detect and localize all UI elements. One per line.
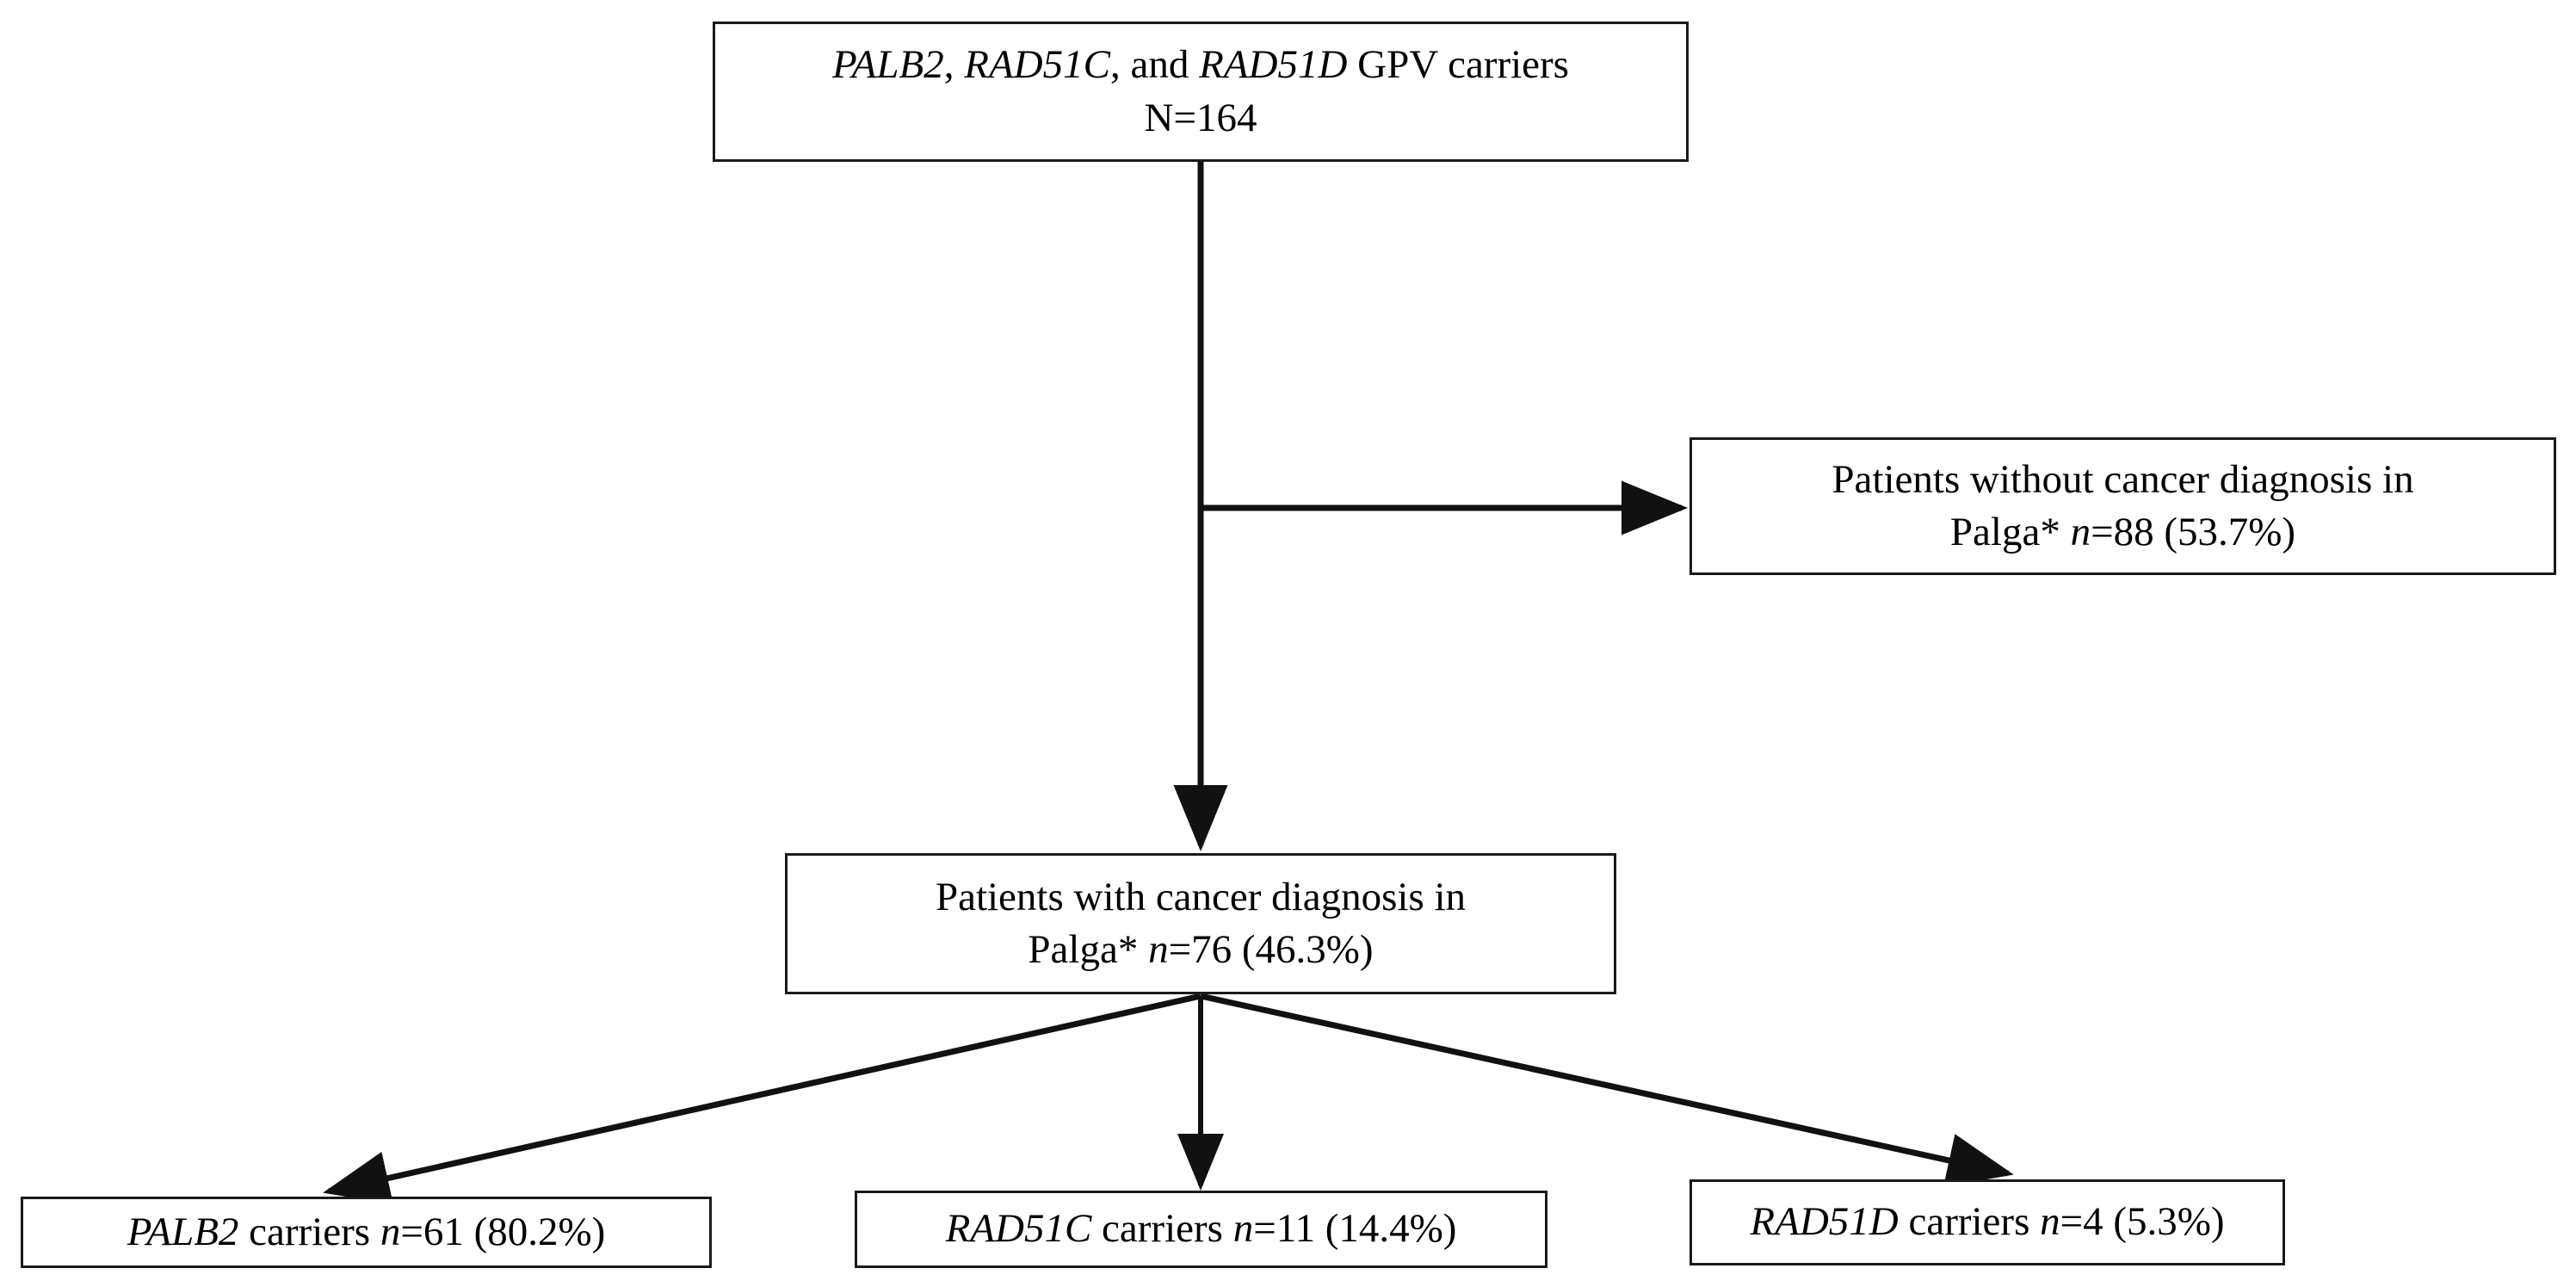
gene-label-rad51c: RAD51C [945, 1206, 1092, 1252]
node-rad51c-value: =11 (14.4%) [1253, 1206, 1457, 1252]
node-no-cancer-line1: Patients without cancer diagnosis in [1832, 456, 2414, 502]
node-root-sep2: , and [1109, 42, 1200, 88]
node-no-cancer-value: =88 (53.7%) [2091, 510, 2296, 554]
node-rad51d-text: RAD51D carriers n=4 (5.3%) [1750, 1196, 2224, 1248]
edge-cancer-to-rad51d [1200, 993, 2014, 1187]
node-palb2-mid: carriers [238, 1209, 380, 1254]
node-no-cancer-line2: Palga* n=88 (53.7%) [1832, 506, 2413, 559]
gene-label-palb2: PALB2 [127, 1209, 239, 1254]
node-patients-with-cancer: Patients with cancer diagnosis in Palga*… [785, 853, 1616, 994]
edge-cancer-to-palb2 [323, 993, 1202, 1205]
node-palb2-n-symbol: n [380, 1209, 401, 1254]
node-rad51c-n-symbol: n [1232, 1206, 1254, 1252]
node-root-line1: PALB2, RAD51C, and RAD51D GPV carriers [832, 39, 1569, 91]
node-cancer-line2: Palga* n=76 (46.3%) [936, 924, 1466, 976]
gene-name-rad51d: RAD51D [1199, 42, 1348, 88]
node-cancer-n-symbol: n [1148, 927, 1169, 972]
node-rad51c-text: RAD51C carriers n=11 (14.4%) [946, 1203, 1457, 1255]
node-cancer-line1: Patients with cancer diagnosis in [935, 874, 1467, 919]
node-rad51d-n-symbol: n [2040, 1199, 2060, 1245]
node-rad51d-carriers: RAD51D carriers n=4 (5.3%) [1690, 1179, 2285, 1265]
node-cancer-value: =76 (46.3%) [1168, 927, 1374, 972]
gene-label-rad51d: RAD51D [1750, 1199, 1899, 1245]
node-no-cancer-n-symbol: n [2070, 510, 2091, 554]
node-rad51c-mid: carriers [1091, 1206, 1233, 1252]
node-palb2-value: =61 (80.2%) [400, 1209, 606, 1254]
gene-name-rad51c: RAD51C [964, 42, 1110, 88]
node-root-sep1: , [943, 42, 965, 88]
node-gpv-carriers-root: PALB2, RAD51C, and RAD51D GPV carriers N… [713, 22, 1689, 162]
node-root-count: N=164 [1144, 95, 1257, 140]
gene-name-palb2: PALB2 [832, 42, 944, 88]
node-palb2-text: PALB2 carriers n=61 (80.2%) [127, 1206, 606, 1259]
node-rad51c-carriers: RAD51C carriers n=11 (14.4%) [855, 1191, 1547, 1268]
node-cancer-source: Palga* [1028, 927, 1149, 972]
node-rad51d-value: =4 (5.3%) [2060, 1199, 2225, 1245]
node-no-cancer-source: Palga* [1949, 510, 2071, 554]
node-root-line1-tail: GPV carriers [1347, 42, 1569, 88]
node-palb2-carriers: PALB2 carriers n=61 (80.2%) [21, 1197, 712, 1268]
node-rad51d-mid: carriers [1898, 1199, 2041, 1245]
node-patients-without-cancer: Patients without cancer diagnosis in Pal… [1690, 437, 2556, 575]
